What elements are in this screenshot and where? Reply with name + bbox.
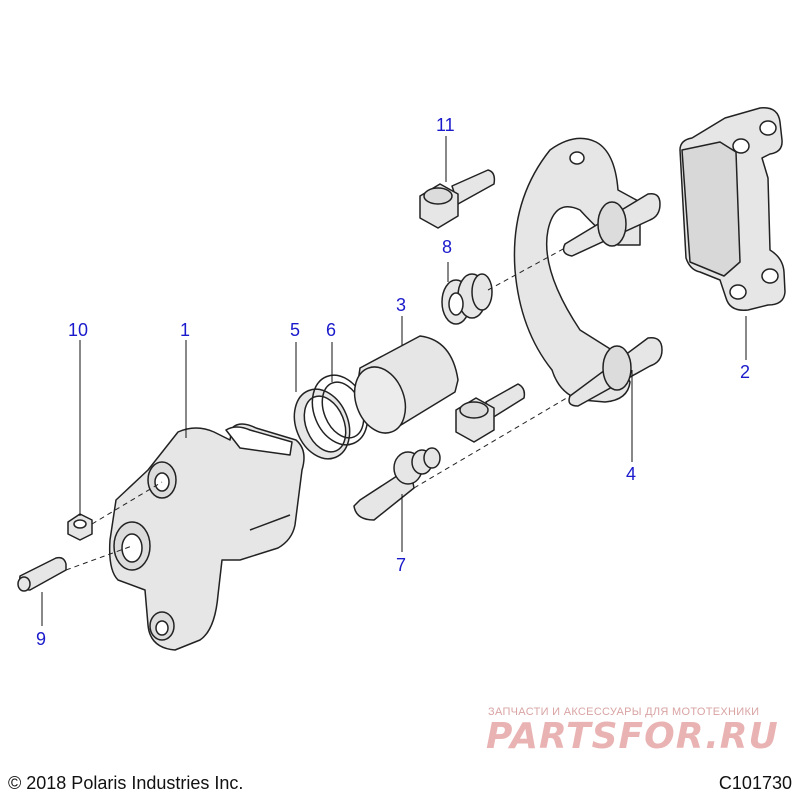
piston-seal-rings (293, 374, 369, 460)
callout-1: 1 (180, 320, 191, 340)
bleeder-cap (67, 513, 93, 541)
watermark-logo: PARTSFOR.RU (486, 716, 779, 757)
callout-10: 10 (68, 320, 89, 340)
slide-pin (353, 447, 441, 521)
copyright-text: © 2018 Polaris Industries Inc. (8, 773, 244, 793)
callout-7: 7 (396, 555, 407, 575)
callout-6: 6 (326, 320, 337, 340)
bolt-upper (419, 169, 496, 229)
callout-8: 8 (442, 237, 453, 257)
pin-boot (441, 273, 493, 325)
diagram-code: C101730 (718, 773, 792, 793)
piston (353, 335, 459, 434)
callout-3: 3 (396, 295, 407, 315)
callout-5: 5 (290, 320, 301, 340)
caliper-bracket (513, 137, 663, 407)
callout-2: 2 (740, 362, 751, 382)
callout-11: 11 (436, 115, 455, 135)
bleeder-screw (17, 556, 67, 592)
callout-9: 9 (36, 629, 47, 649)
brake-pad (679, 107, 786, 311)
callout-4: 4 (626, 464, 637, 484)
caliper-housing (108, 423, 305, 651)
bolt-lower (455, 383, 526, 443)
watermark-tagline: ЗАПЧАСТИ И АКСЕССУАРЫ ДЛЯ МОТОТЕХНИКИ (488, 706, 760, 718)
